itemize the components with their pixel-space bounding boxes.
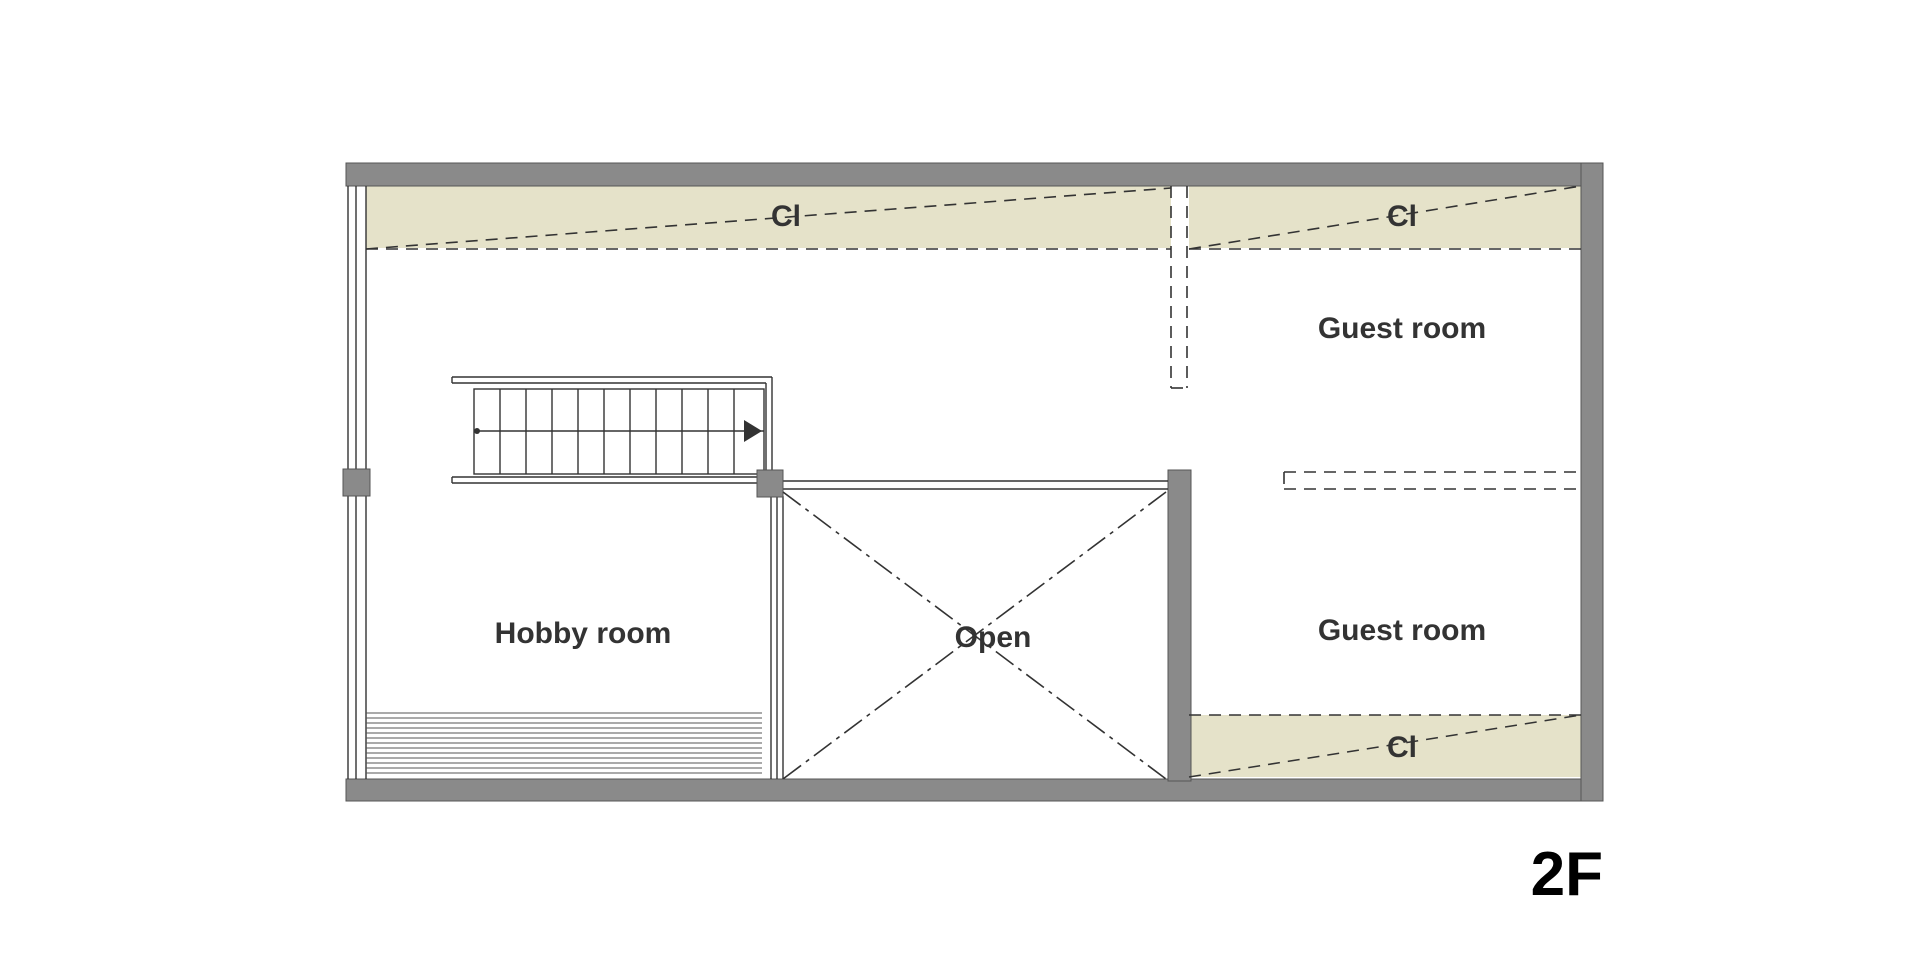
- label-closet-north-left: Cl: [771, 200, 801, 233]
- stair-direction-arrow: [474, 420, 762, 442]
- closet-lines: [365, 185, 1582, 778]
- wall-north: [345, 162, 1604, 187]
- label-open: Open: [955, 621, 1032, 654]
- hobby-shelf: [366, 712, 762, 774]
- label-guest-room-south: Guest room: [1318, 614, 1486, 647]
- column-west: [342, 468, 371, 497]
- label-hobby-room: Hobby room: [495, 617, 672, 650]
- wall-south: [345, 778, 1604, 802]
- open-void-cross: [782, 491, 1167, 780]
- staircase: [451, 376, 773, 484]
- void-handrail: [770, 480, 1168, 779]
- floor-label: 2F: [1531, 840, 1603, 909]
- wall-partition: [1167, 469, 1192, 782]
- room-labels: Hobby room Open Guest room Guest room: [495, 312, 1487, 654]
- closet-north-left: [366, 186, 1171, 248]
- wall-east: [1580, 162, 1604, 802]
- column-center: [756, 469, 784, 498]
- closet-labels: Cl Cl Cl: [771, 200, 1417, 764]
- label-closet-north-right: Cl: [1387, 200, 1417, 233]
- label-closet-south-right: Cl: [1387, 731, 1417, 764]
- label-guest-room-north: Guest room: [1318, 312, 1486, 345]
- exterior-walls: [345, 162, 1604, 802]
